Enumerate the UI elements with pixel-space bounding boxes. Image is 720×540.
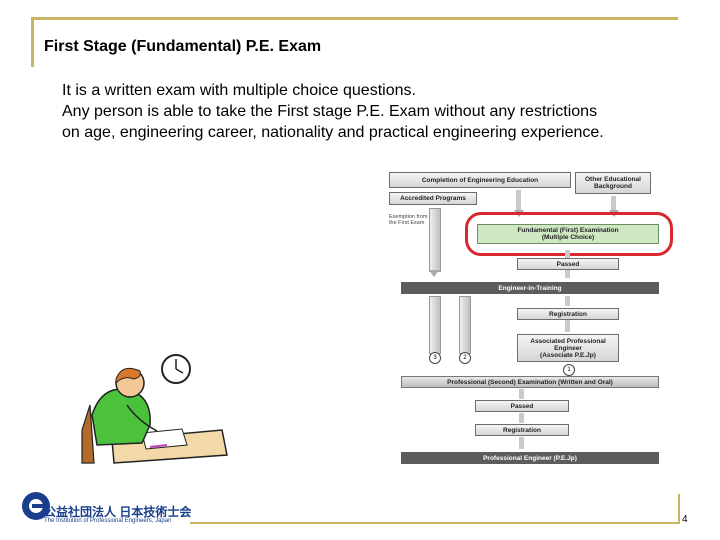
body-line-2: Any person is able to take the First sta…: [62, 101, 702, 122]
accredited-box: Accredited Programs: [389, 192, 477, 205]
page-number: 4: [682, 514, 688, 525]
fundamental-sub-label: (Multiple Choice): [542, 234, 594, 241]
other-background-box: Other Educational Background: [575, 172, 651, 194]
arrow-shaft-4: [565, 270, 570, 278]
footer-rule: [190, 522, 680, 524]
associate-sub-label: (Associate P.E.Jp): [540, 352, 596, 359]
circle-2: 2: [459, 352, 471, 364]
registration-box-1: Registration: [517, 308, 619, 320]
exemption-arrow-head: [429, 270, 439, 277]
associate-box: Associated Professional Engineer (Associ…: [517, 334, 619, 362]
eit-bar: Engineer-in-Training: [401, 282, 659, 294]
logo-sub-text: The Institution of Professional Engineer…: [44, 518, 171, 524]
title-frame-left: [31, 17, 34, 67]
arrow-shaft-9: [519, 437, 524, 449]
path-3-arrow: [429, 296, 441, 354]
footer-vertical-rule: [678, 494, 680, 524]
body-line-3: on age, engineering career, nationality …: [62, 122, 702, 143]
registration-box-2: Registration: [475, 424, 569, 436]
circle-1: 1: [563, 364, 575, 376]
arrow-shaft-8: [519, 413, 524, 423]
passed-box-1: Passed: [517, 258, 619, 270]
body-line-1: It is a written exam with multiple choic…: [62, 80, 702, 101]
exam-taker-illustration: [72, 345, 232, 465]
arrow-shaft-2: [611, 196, 616, 210]
pe-flow-diagram: Completion of Engineering Education Othe…: [385, 168, 675, 468]
slide-title: First Stage (Fundamental) P.E. Exam: [44, 38, 321, 56]
title-frame-top: [31, 17, 678, 20]
arrow-shaft-5: [565, 296, 570, 306]
second-exam-bar: Professional (Second) Examination (Writt…: [401, 376, 659, 388]
completion-box: Completion of Engineering Education: [389, 172, 571, 188]
pe-bar: Professional Engineer (P.E.Jp): [401, 452, 659, 464]
passed-box-2: Passed: [475, 400, 569, 412]
arrow-shaft-1: [516, 190, 521, 210]
body-text: It is a written exam with multiple choic…: [62, 80, 702, 143]
arrow-shaft-6: [565, 320, 570, 332]
fundamental-exam-box: Fundamental (First) Examination (Multipl…: [477, 224, 659, 244]
associate-label: Associated Professional Engineer: [518, 338, 618, 352]
person-shirt: [92, 389, 150, 445]
circle-3: 3: [429, 352, 441, 364]
exemption-arrow: [429, 208, 441, 272]
arrow-shaft-3: [565, 250, 570, 258]
fundamental-label: Fundamental (First) Examination: [517, 227, 618, 234]
arrow-shaft-7: [519, 389, 524, 399]
path-2-arrow: [459, 296, 471, 354]
